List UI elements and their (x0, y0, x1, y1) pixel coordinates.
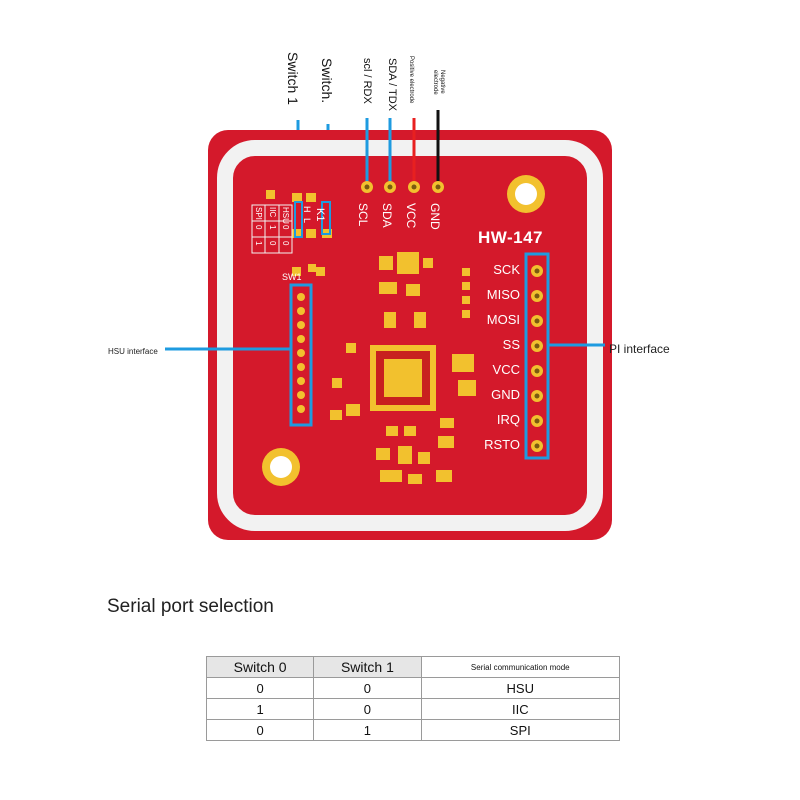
antenna-trace (217, 140, 603, 531)
switch-silk-l: L (302, 218, 312, 224)
section-title: Serial port selection (107, 596, 274, 617)
silk-table-iic: IIC (268, 207, 277, 218)
pin-label-vcc: VCC (404, 203, 418, 229)
silk-table-r0-hsu: 0 (281, 225, 290, 230)
table-cell: 1 (205, 698, 315, 720)
serial-mode-table: Switch 0 Switch 1 Serial communication m… (205, 656, 621, 741)
table-header-switch0: Switch 0 (205, 656, 315, 678)
mode-table-silkscreen (251, 204, 293, 254)
nfc-controller-chip (370, 345, 436, 411)
smd-components (308, 252, 476, 484)
spi-pin-labels: SCK MISO MOSI SS VCC GND IRQ RSTO (460, 262, 520, 462)
pin-label-miso: MISO (486, 287, 520, 302)
pin-label-ss: SS (502, 337, 520, 352)
silk-table-spi: SPI (254, 207, 263, 220)
silk-table-r1-spi: 1 (254, 241, 263, 246)
table-row: 0 1 SPI (205, 719, 621, 741)
switch-silk-sw1: SW1 (282, 272, 302, 282)
silk-table-r1-iic: 0 (268, 241, 277, 246)
hsu-interface-callout: HSU interface (108, 347, 158, 356)
table-cell: IIC (420, 698, 621, 720)
pin-label-sda: SDA (380, 203, 394, 228)
pin-label-gnd-spi: GND (491, 387, 520, 402)
silk-table-hsu: HSU (281, 207, 290, 224)
pin-label-vcc-spi: VCC (492, 362, 520, 377)
table-header-mode: Serial communication mode (420, 656, 621, 678)
table-cell: 0 (205, 677, 315, 699)
table-cell: SPI (420, 719, 621, 741)
pin-label-rsto: RSTO (484, 437, 520, 452)
table-cell: 0 (313, 677, 422, 699)
spi-interface-callout: PI interface (609, 342, 670, 356)
table-cell: 0 (313, 698, 422, 720)
switch-silk-h: H (302, 206, 312, 213)
pin-label-sck: SCK (493, 262, 520, 277)
pin-label-gnd: GND (428, 203, 442, 230)
hsu-header-pins (165, 283, 313, 427)
pin-label-irq: IRQ (496, 412, 520, 427)
table-cell: 0 (205, 719, 315, 741)
top-header-pins (361, 181, 444, 193)
table-header-row: Switch 0 Switch 1 Serial communication m… (205, 656, 621, 678)
switch-silk-k1: K1 (314, 208, 326, 222)
table-cell: 1 (313, 719, 422, 741)
pin-label-mosi: MOSI (486, 312, 520, 327)
silk-table-r0-iic: 1 (268, 225, 277, 230)
spi-header-pins (524, 252, 605, 460)
table-cell: HSU (420, 677, 621, 699)
pin-label-scl: SCL (356, 203, 370, 227)
table-header-switch1: Switch 1 (313, 656, 422, 678)
table-row: 0 0 HSU (205, 677, 621, 699)
silk-table-r1-hsu: 0 (281, 241, 290, 246)
table-row: 1 0 IIC (205, 698, 621, 720)
board-model: HW-147 (478, 228, 544, 247)
silk-table-r0-spi: 0 (254, 225, 263, 230)
